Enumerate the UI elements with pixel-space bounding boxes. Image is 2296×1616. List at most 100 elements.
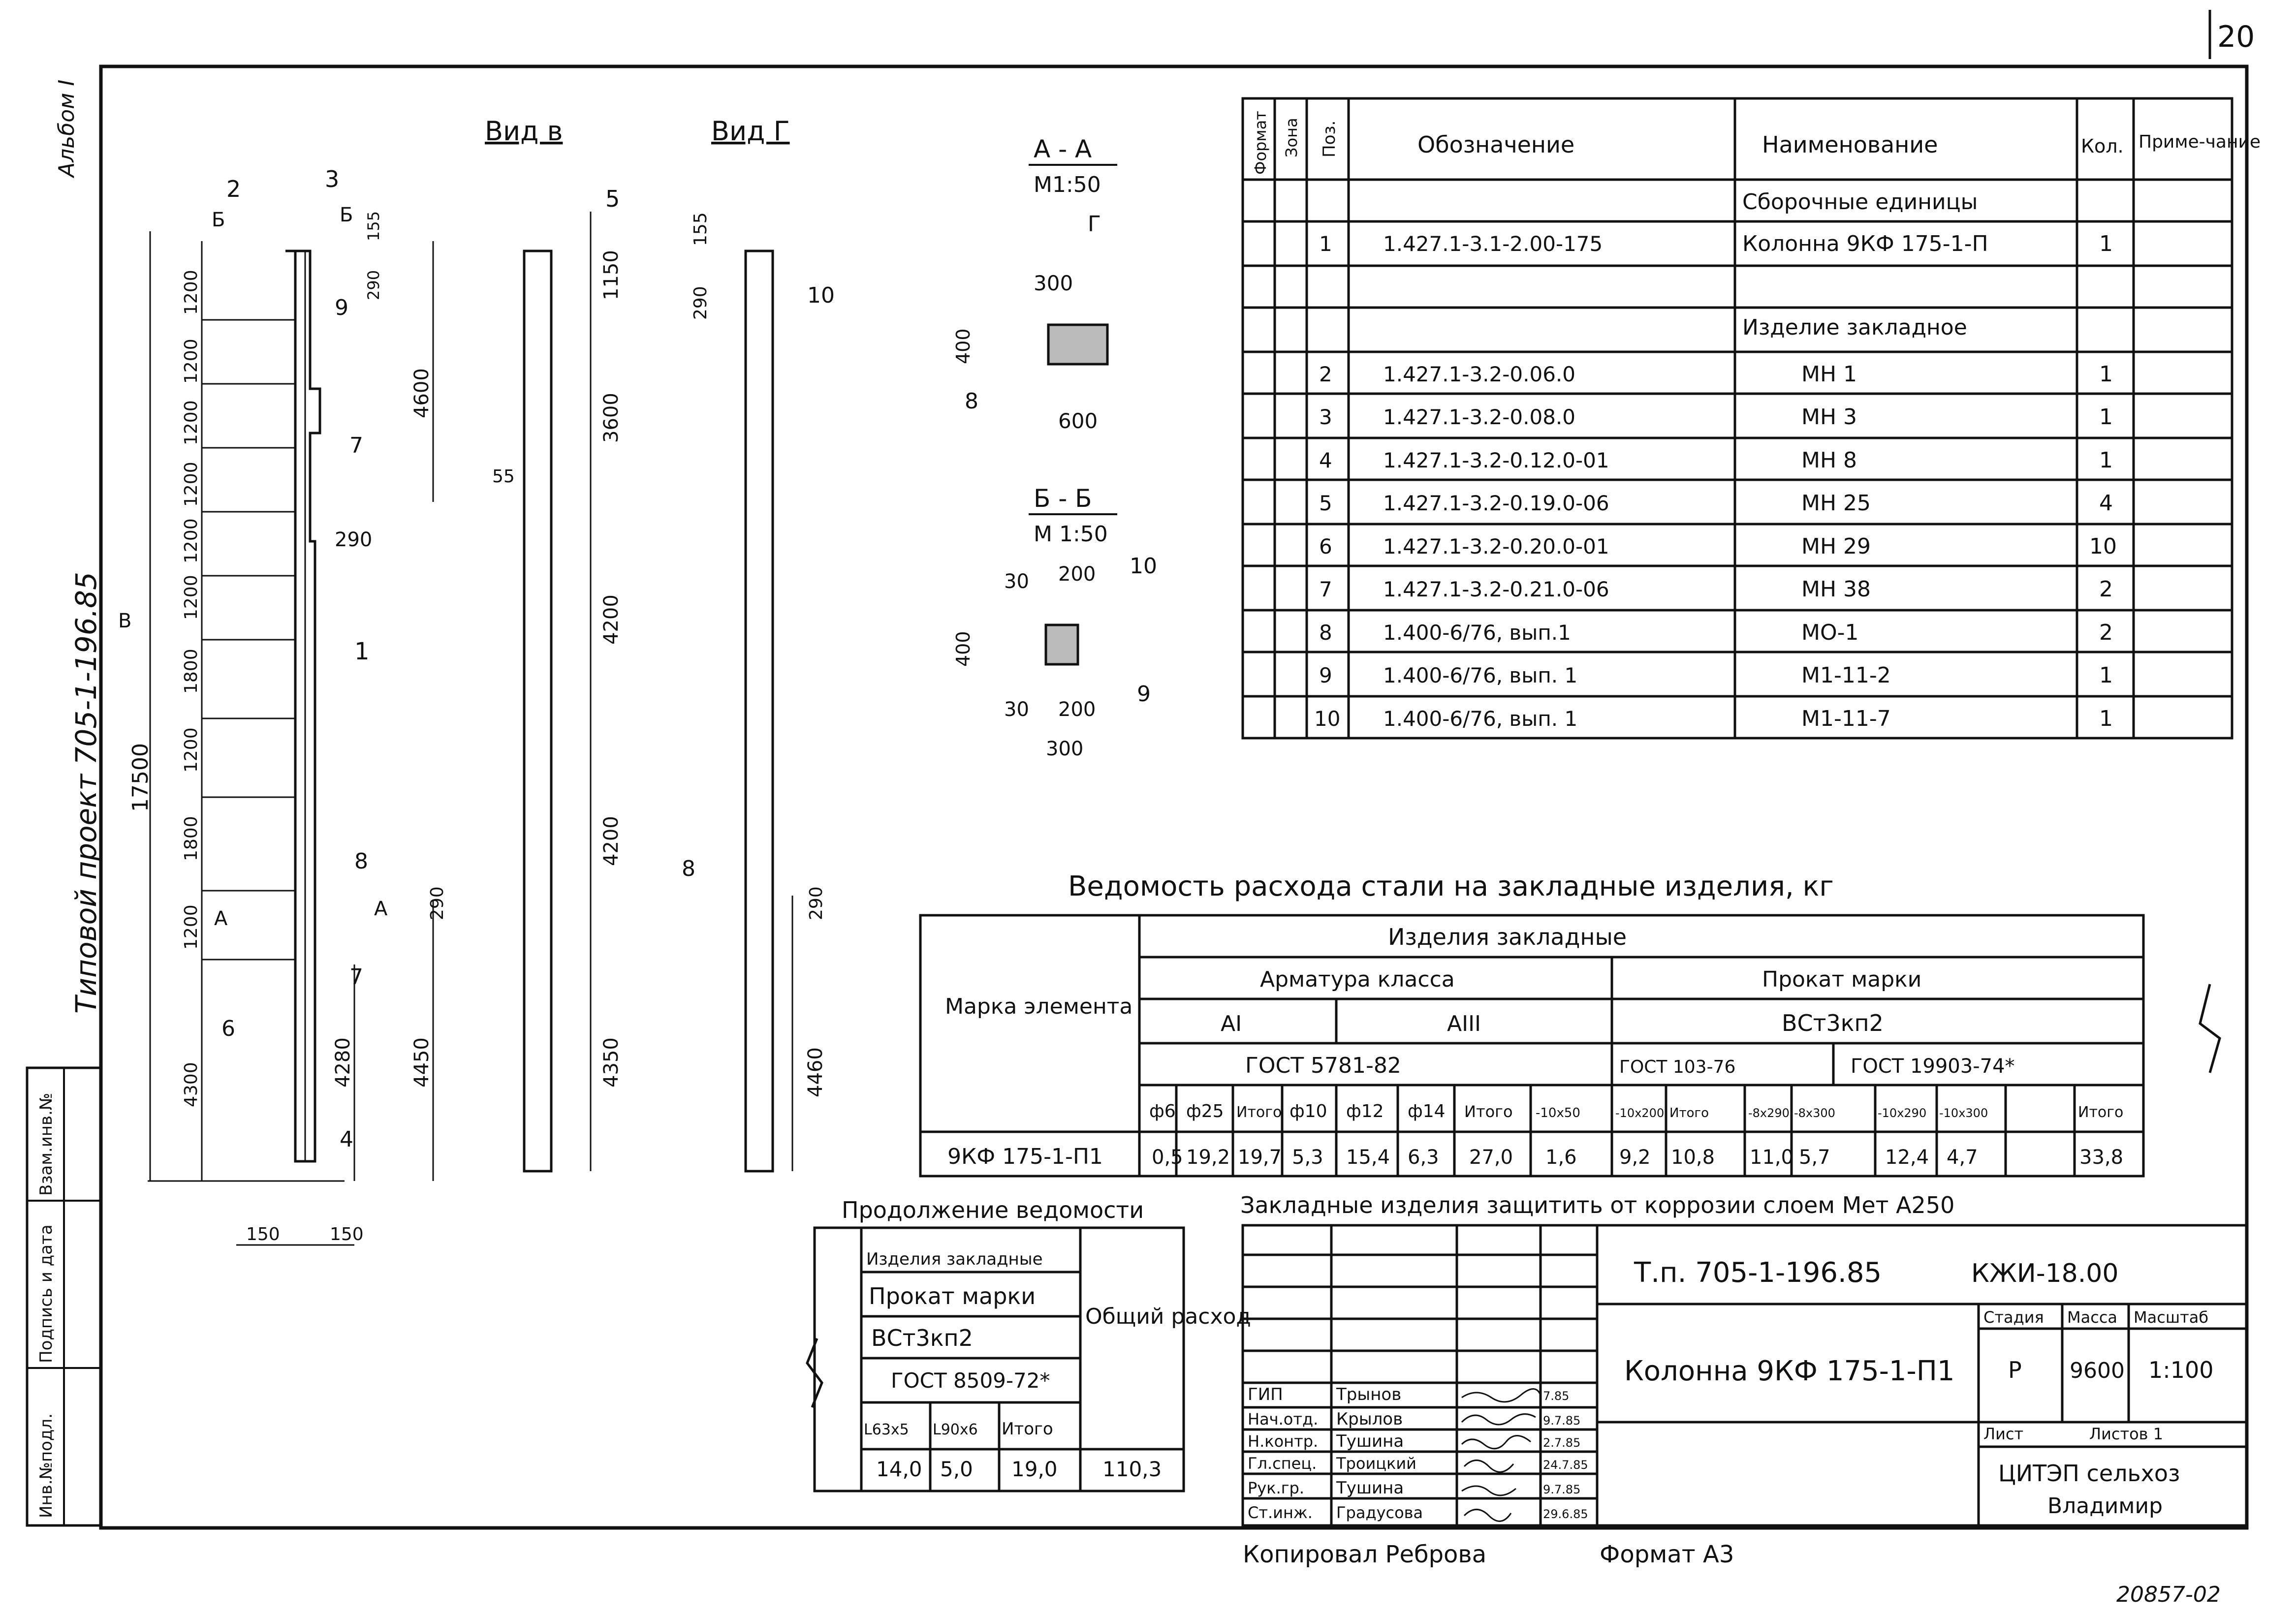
spec-row-qty: 1 (2099, 362, 2113, 387)
steel-col-header: -8х300 (1794, 1106, 1835, 1120)
view-g-dim-290: 290 (691, 286, 711, 320)
steel-col-header: Итого (1669, 1106, 1709, 1120)
spec-row-pos: 4 (1319, 448, 1332, 472)
spec-row1-name: Колонна 9КФ 175-1-П (1742, 231, 1988, 256)
tb-role: Н.контр. (1248, 1432, 1318, 1451)
spec-row: 7 1.427.1-3.2-0.21.0-06 МН 38 2 (1319, 577, 2113, 602)
section-bb-dim-200a: 200 (1058, 563, 1096, 586)
steel-value: 12,4 (1885, 1146, 1929, 1169)
spec-row-pos: 8 (1319, 621, 1332, 645)
tb-date: 24.7.85 (1543, 1458, 1588, 1472)
continuation-col: L90х6 (933, 1421, 978, 1438)
section-aa-dim-400: 400 (952, 328, 974, 364)
view-b-dim-1150: 1150 (600, 250, 623, 300)
spec-row1-designation: 1.427.1-3.1-2.00-175 (1383, 232, 1603, 256)
callout-2: 2 (226, 176, 241, 202)
view-b-dim-4200a: 4200 (600, 594, 623, 645)
section-bb-scale: М 1:50 (1034, 522, 1108, 547)
spec-row: 10 1.400-6/76, вып. 1 М1-11-7 1 (1314, 706, 2113, 731)
footer-format: Формат А3 (1600, 1541, 1734, 1568)
steel-table-title: Ведомость расхода стали на закладные изд… (1068, 870, 1834, 902)
tb-sheets-label: Листов 1 (2089, 1425, 2163, 1443)
section-bb: Б - Б М 1:50 30 200 400 30 200 300 10 9 (952, 484, 1157, 760)
callout-3: 3 (325, 166, 339, 192)
tb-mass: 9600 (2070, 1358, 2125, 1383)
dim-bottom-150b: 150 (330, 1224, 364, 1244)
spec-row-qty: 1 (2099, 663, 2113, 688)
dim-left-4: 1200 (181, 462, 201, 507)
spec-row-designation: 1.400-6/76, вып. 1 (1383, 663, 1577, 687)
tb-role: ГИП (1248, 1385, 1283, 1404)
spec-row1-pos: 1 (1319, 232, 1332, 256)
callout-8: 8 (354, 849, 368, 874)
spec-row-pos: 10 (1314, 707, 1340, 731)
steel-value: 11,0 (1750, 1146, 1793, 1169)
callout-7a: 7 (349, 433, 363, 458)
continuation-total: 110,3 (1102, 1457, 1162, 1481)
spec-row-designation: 1.427.1-3.2-0.06.0 (1383, 362, 1575, 386)
spec-row: 8 1.400-6/76, вып.1 МО-1 2 (1319, 620, 2113, 645)
section-mark-b-right: Б (340, 204, 353, 226)
sheet-frame (99, 64, 2249, 1530)
view-b-dim-4350: 4350 (600, 1037, 623, 1088)
callout-6: 6 (221, 1016, 235, 1041)
column-outline (285, 249, 321, 1163)
dim-left-9: 1800 (181, 816, 201, 861)
stamp-inv-number: Инв.№подл. (36, 1413, 56, 1518)
spec-header-format: Формат (1251, 111, 1270, 175)
view-g-mark-8: 8 (682, 856, 695, 881)
spec-rows: 2 1.427.1-3.2-0.06.0 МН 1 1 3 1.427.1-3.… (1314, 362, 2117, 731)
continuation-h1: Изделия закладные (866, 1249, 1043, 1269)
spec-row: 4 1.427.1-3.2-0.12.0-01 МН 8 1 (1319, 448, 2113, 473)
tb-scale-header: Масштаб (2134, 1308, 2208, 1327)
tb-mass-header: Масса (2067, 1308, 2117, 1327)
continuation-value: 5,0 (940, 1457, 973, 1481)
steel-col-header: Итого (1464, 1102, 1513, 1121)
spec-row: 5 1.427.1-3.2-0.19.0-06 МН 25 4 (1319, 491, 2113, 516)
steel-value: 27,0 (1469, 1146, 1513, 1169)
steel-class-a3: АIII (1447, 1011, 1481, 1036)
steel-row-mark: 9КФ 175-1-П1 (947, 1144, 1103, 1169)
section-bb-dim-200b: 200 (1058, 698, 1096, 721)
view-b-mark-5: 5 (605, 186, 620, 212)
steel-col-header: -10х290 (1878, 1106, 1926, 1120)
tb-name: Крылов (1336, 1409, 1403, 1429)
spec-row-name: М1-11-2 (1801, 663, 1891, 688)
view-g-dim-4460: 4460 (804, 1047, 827, 1097)
spec-row-pos: 5 (1319, 491, 1332, 515)
spec-row-name: М1-11-7 (1801, 706, 1891, 731)
tb-date: 9.7.85 (1543, 1414, 1580, 1428)
dim-right-290: 290 (364, 270, 383, 300)
section-aa-title: А - А (1034, 135, 1092, 163)
spec-group-embedded: Изделие закладное (1742, 315, 1967, 340)
steel-col-header: -10х200 (1615, 1106, 1664, 1120)
view-g-dim-290b: 290 (806, 886, 826, 920)
tb-scale: 1:100 (2148, 1357, 2214, 1383)
steel-value: 19,7 (1238, 1146, 1282, 1169)
spec-row-pos: 6 (1319, 534, 1332, 559)
album-label: Альбом I (54, 80, 79, 179)
tb-stage: Р (2008, 1357, 2022, 1383)
steel-value: 10,8 (1671, 1146, 1715, 1169)
dim-left-7: 1800 (181, 649, 201, 694)
section-mark-a-left: А (214, 907, 228, 930)
tb-name: Тушина (1336, 1431, 1404, 1451)
continuation-total-header: Общий расход (1085, 1304, 1251, 1329)
tb-signatures (1461, 1388, 1541, 1522)
steel-value: 0,5 (1152, 1146, 1183, 1169)
steel-value: 33,8 (2079, 1146, 2123, 1169)
steel-col-header: -10х300 (1939, 1106, 1988, 1120)
steel-gost-rebar: ГОСТ 5781-82 (1245, 1053, 1401, 1078)
corrosion-note: Закладные изделия защитить от коррозии с… (1240, 1192, 1954, 1218)
steel-table: Ведомость расхода стали на закладные изд… (919, 870, 2221, 1178)
spec-row1-qty: 1 (2099, 231, 2113, 256)
continuation-h3: ВСт3кп2 (871, 1325, 973, 1351)
tb-name: Градусова (1336, 1503, 1423, 1522)
steel-mark-header: Марка элемента (945, 994, 1132, 1019)
dim-left-3: 1200 (181, 400, 201, 445)
spec-row-designation: 1.427.1-3.2-0.21.0-06 (1383, 577, 1609, 601)
dim-left-10: 1200 (181, 904, 201, 950)
spec-header-qty: Кол. (2081, 135, 2124, 157)
main-column-view: 17500 1200 1200 1200 1200 1200 1200 1800… (118, 166, 447, 1246)
